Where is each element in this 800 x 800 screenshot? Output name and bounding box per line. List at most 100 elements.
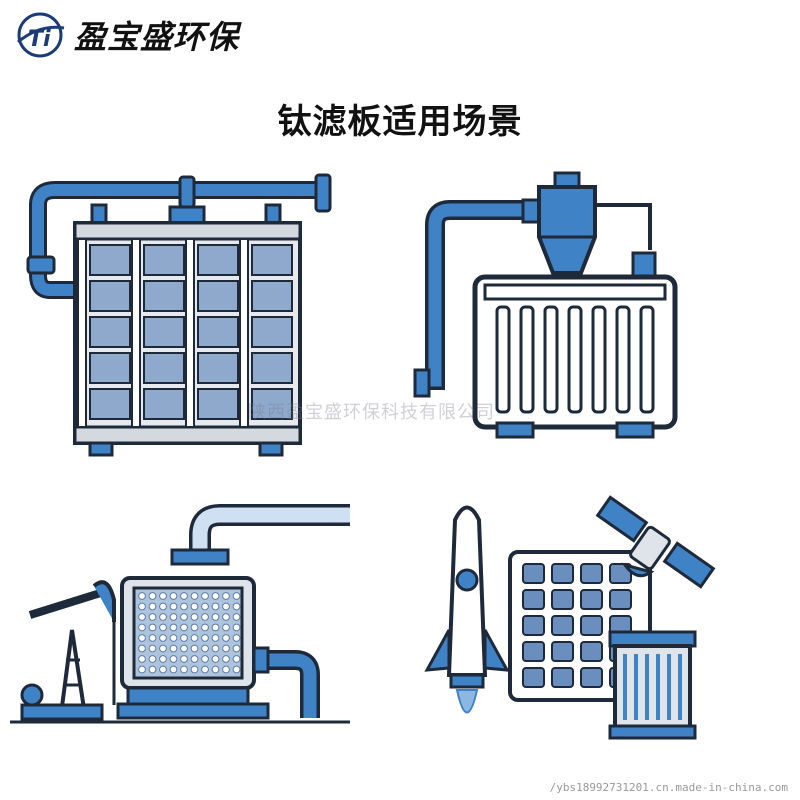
mesh-dot: [201, 644, 209, 653]
mesh-dot: [190, 644, 199, 653]
titanium-filter-plate-rack-icon: [26, 173, 332, 457]
tank-slot: [567, 305, 583, 414]
grid-cell: [522, 667, 545, 688]
tank-slots: [495, 305, 655, 414]
grid-cell: [580, 563, 603, 584]
grid-cell: [551, 641, 574, 662]
grid-cell: [551, 589, 574, 610]
mesh-dot: [169, 634, 178, 642]
brand-header: Ti 盈宝盛环保: [14, 10, 239, 60]
mesh-cell: [143, 352, 185, 384]
mesh-cell: [197, 352, 239, 384]
mesh-dot: [180, 634, 188, 642]
mesh-dot: [232, 634, 241, 642]
mesh-dot: [159, 644, 167, 653]
mesh-dot: [148, 623, 157, 632]
mesh-dot: [169, 602, 178, 611]
mesh-dot: [190, 634, 199, 642]
mesh-dot: [222, 644, 230, 653]
mesh-dot: [138, 644, 146, 653]
mesh-cell: [251, 316, 293, 348]
mesh-dot: [232, 623, 241, 632]
mesh-dot: [232, 613, 241, 621]
mesh-cell: [251, 244, 293, 276]
logo-letters: Ti: [28, 27, 51, 52]
mesh-dot: [232, 602, 241, 611]
mesh-cell: [251, 352, 293, 384]
mesh-dot: [222, 665, 230, 674]
grid-cell: [580, 589, 603, 610]
mesh-dot: [190, 655, 199, 663]
tank-slot: [639, 305, 655, 414]
mesh-cell: [197, 316, 239, 348]
mesh-dot: [190, 623, 199, 632]
mesh-dot: [211, 655, 220, 663]
company-logo-icon: Ti: [17, 12, 65, 58]
mesh-dot: [201, 613, 209, 621]
mesh-dot: [169, 613, 178, 621]
mesh-dot: [201, 634, 209, 642]
mesh-dot: [169, 592, 178, 600]
mesh-dot: [211, 602, 220, 611]
mesh-dot: [222, 634, 230, 642]
aerospace-illustration: [405, 490, 785, 755]
oilfield-filter-illustration: [10, 490, 380, 735]
dot-mesh: [138, 592, 241, 674]
mesh-dot: [159, 623, 167, 632]
company-watermark: 陕西盈宝盛环保科技有限公司: [248, 402, 495, 423]
mesh-dot: [138, 655, 146, 663]
mesh-dot: [180, 644, 188, 653]
tank-slot: [543, 305, 559, 414]
mesh-dot: [201, 623, 209, 632]
frame-post: [131, 238, 141, 428]
mesh-dot: [211, 592, 220, 600]
cylinder-slots: [623, 654, 682, 720]
mesh-dot: [211, 665, 220, 674]
mesh-dot: [180, 602, 188, 611]
grid-cell: [551, 615, 574, 636]
grid-cell: [522, 589, 545, 610]
mesh-dot: [190, 665, 199, 674]
footer-url-watermark: /ybs18992731201.cn.made-in-china.com: [549, 781, 788, 794]
mesh-cell: [143, 244, 185, 276]
mesh-dot: [190, 592, 199, 600]
mesh-dot: [138, 592, 146, 600]
mesh-dot: [211, 644, 220, 653]
oil-pump-jack-filtration-icon: [10, 504, 350, 724]
mesh-dot: [201, 655, 209, 663]
mesh-dot: [148, 592, 157, 600]
mesh-cell: [143, 280, 185, 312]
grid-cell: [580, 641, 603, 662]
mesh-dot: [222, 613, 230, 621]
grid-cell: [551, 667, 574, 688]
mesh-dot: [211, 623, 220, 632]
mesh-dot: [138, 602, 146, 611]
mesh-cell: [89, 280, 131, 312]
mesh-dot: [159, 665, 167, 674]
mesh-dot: [201, 602, 209, 611]
grid-cell: [609, 589, 632, 610]
mesh-dot: [159, 655, 167, 663]
mesh-dot: [159, 602, 167, 611]
mesh-dot: [232, 592, 241, 600]
mesh-dot: [169, 644, 178, 653]
mesh-cell: [197, 388, 239, 420]
mesh-dot: [232, 644, 241, 653]
mesh-dot: [138, 665, 146, 674]
mesh-dot: [190, 602, 199, 611]
mesh-dot: [169, 623, 178, 632]
grid-cell: [522, 563, 545, 584]
mesh-cell: [143, 388, 185, 420]
mesh-dot: [180, 665, 188, 674]
grid-cell: [522, 615, 545, 636]
mesh-dot: [211, 634, 220, 642]
mesh-cell: [197, 280, 239, 312]
mesh-dot: [159, 592, 167, 600]
mesh-dot: [148, 665, 157, 674]
mesh-dot: [169, 655, 178, 663]
grid-cell: [580, 615, 603, 636]
mesh-dot: [138, 623, 146, 632]
cyclone-tank-illustration: [405, 165, 785, 460]
mesh-cell: [89, 352, 131, 384]
tank-slot: [615, 305, 631, 414]
